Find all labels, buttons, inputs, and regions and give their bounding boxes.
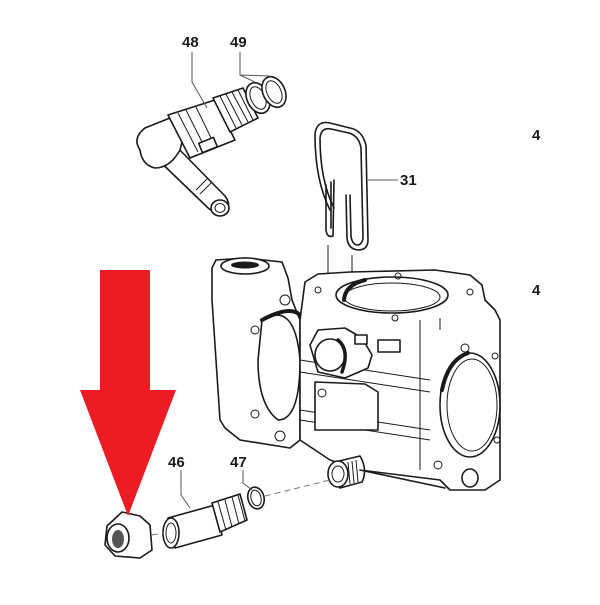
callout-4-upper: 4: [532, 127, 541, 144]
callout-31: 31: [400, 172, 417, 189]
callout-46: 46: [168, 454, 185, 471]
assembly-line: [264, 479, 331, 497]
leader-46: [180, 470, 191, 509]
part-nut: [104, 511, 165, 559]
leader-48: [191, 52, 208, 109]
callout-49: 49: [230, 34, 247, 51]
part-47-o-ring: [246, 486, 266, 510]
part-48-elbow-connector: [136, 87, 259, 217]
callout-48: 48: [182, 34, 199, 51]
highlight-arrow-icon: [80, 270, 176, 516]
leader-49: [239, 52, 271, 83]
part-46-pipe-nipple: [162, 493, 248, 549]
leader-47: [242, 470, 253, 491]
part-49-o-rings: [245, 75, 287, 115]
callout-4-lower: 4: [532, 282, 541, 299]
callout-47: 47: [230, 454, 247, 471]
part-31-wire-clip: [314, 121, 369, 251]
throttle-body: [211, 257, 501, 491]
